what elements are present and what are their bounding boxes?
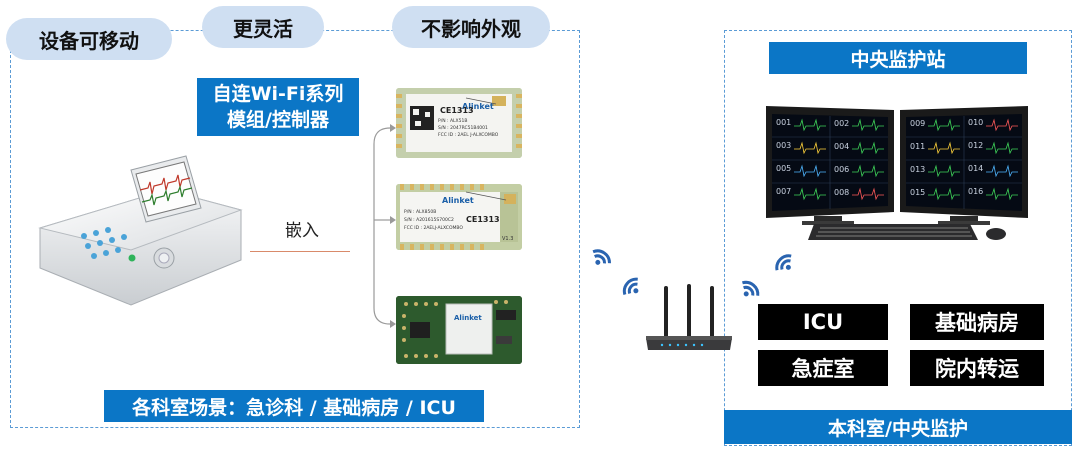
- right-dashed-panel: [724, 30, 1072, 446]
- monitor-bed-label: 013: [910, 165, 926, 174]
- wifi-module-1: Alinket CE1313 P/N : ALX51B S/N : 2047RC…: [396, 88, 522, 158]
- module-2-version: V1.3: [502, 236, 514, 242]
- monitor-bed-label: 008: [834, 188, 850, 197]
- wifi-module-2: Alinket P/N : ALX850B S/N : A201615S700C…: [396, 184, 522, 250]
- monitor-bed-label: 002: [834, 119, 850, 128]
- embed-label: 嵌入: [285, 221, 319, 241]
- scenario-bar: 各科室场景：急诊科 / 基础病房 / ICU: [104, 390, 484, 422]
- monitor-bed-label: 010: [968, 118, 984, 127]
- wifi-signal-icon: [761, 240, 803, 282]
- monitor-bed-label: 004: [834, 142, 850, 151]
- monitor-bed-label: 012: [968, 141, 984, 150]
- ecg-device-image: [36, 150, 251, 310]
- embed-connector-line: [250, 251, 350, 252]
- module-caption-line2: 模组/控制器: [227, 109, 329, 131]
- module-2-sn: S/N : A201615S700C2: [404, 218, 454, 223]
- pill-flexible: 更灵活: [202, 6, 324, 48]
- monitor-bed-label: 015: [910, 188, 926, 197]
- location-general-ward: 基础病房: [910, 304, 1044, 340]
- module-1-pn: P/N : ALX51B: [438, 119, 468, 124]
- pill-movable: 设备可移动: [6, 18, 172, 60]
- location-in-hospital-transfer: 院内转运: [910, 350, 1044, 386]
- central-station-title: 中央监护站: [769, 42, 1027, 74]
- monitor-bed-label: 006: [834, 165, 850, 174]
- monitor-bed-label: 011: [910, 142, 926, 151]
- module-2-ce: CE1313: [466, 215, 500, 224]
- wifi-signal-icon: [608, 264, 650, 306]
- monitor-bed-label: 014: [968, 164, 984, 173]
- wifi-module-3: Alinket: [396, 296, 522, 364]
- module-bracket: [350, 120, 396, 332]
- monitor-bed-label: 016: [968, 187, 984, 196]
- location-emergency-room: 急症室: [758, 350, 888, 386]
- module-1-brand: Alinket: [462, 102, 494, 111]
- module-1-ce: CE1313: [440, 106, 474, 115]
- module-1-sn: S/N : 2047RC51B4001: [438, 126, 488, 131]
- monitor-bed-label: 003: [776, 141, 792, 150]
- monitor-bed-label: 007: [776, 187, 792, 196]
- module-2-brand: Alinket: [442, 196, 474, 205]
- department-central-monitoring-bar: 本科室/中央监护: [724, 410, 1072, 444]
- router-icon: [642, 284, 736, 356]
- module-2-fcc: FCC ID : 2AELJ-ALXCOMBO: [404, 226, 463, 231]
- module-caption: 自连Wi-Fi系列 模组/控制器: [197, 78, 359, 136]
- wifi-signal-icon: [731, 266, 773, 308]
- module-3-brand: Alinket: [454, 314, 482, 322]
- pill-appearance: 不影响外观: [392, 6, 550, 48]
- monitor-bed-label: 001: [776, 118, 792, 127]
- monitor-bed-label: 009: [910, 119, 926, 128]
- location-icu: ICU: [758, 304, 888, 340]
- monitor-bed-label: 005: [776, 164, 792, 173]
- module-1-fcc: FCC ID : 2AEL J-ALXCOMBO: [438, 133, 499, 138]
- central-monitors-image: 001 002 003 004 005 006 007 008 009 010 …: [764, 104, 1032, 246]
- module-caption-line1: 自连Wi-Fi系列: [212, 83, 344, 105]
- module-2-pn: P/N : ALX850B: [404, 210, 437, 215]
- wifi-signal-icon: [582, 234, 624, 276]
